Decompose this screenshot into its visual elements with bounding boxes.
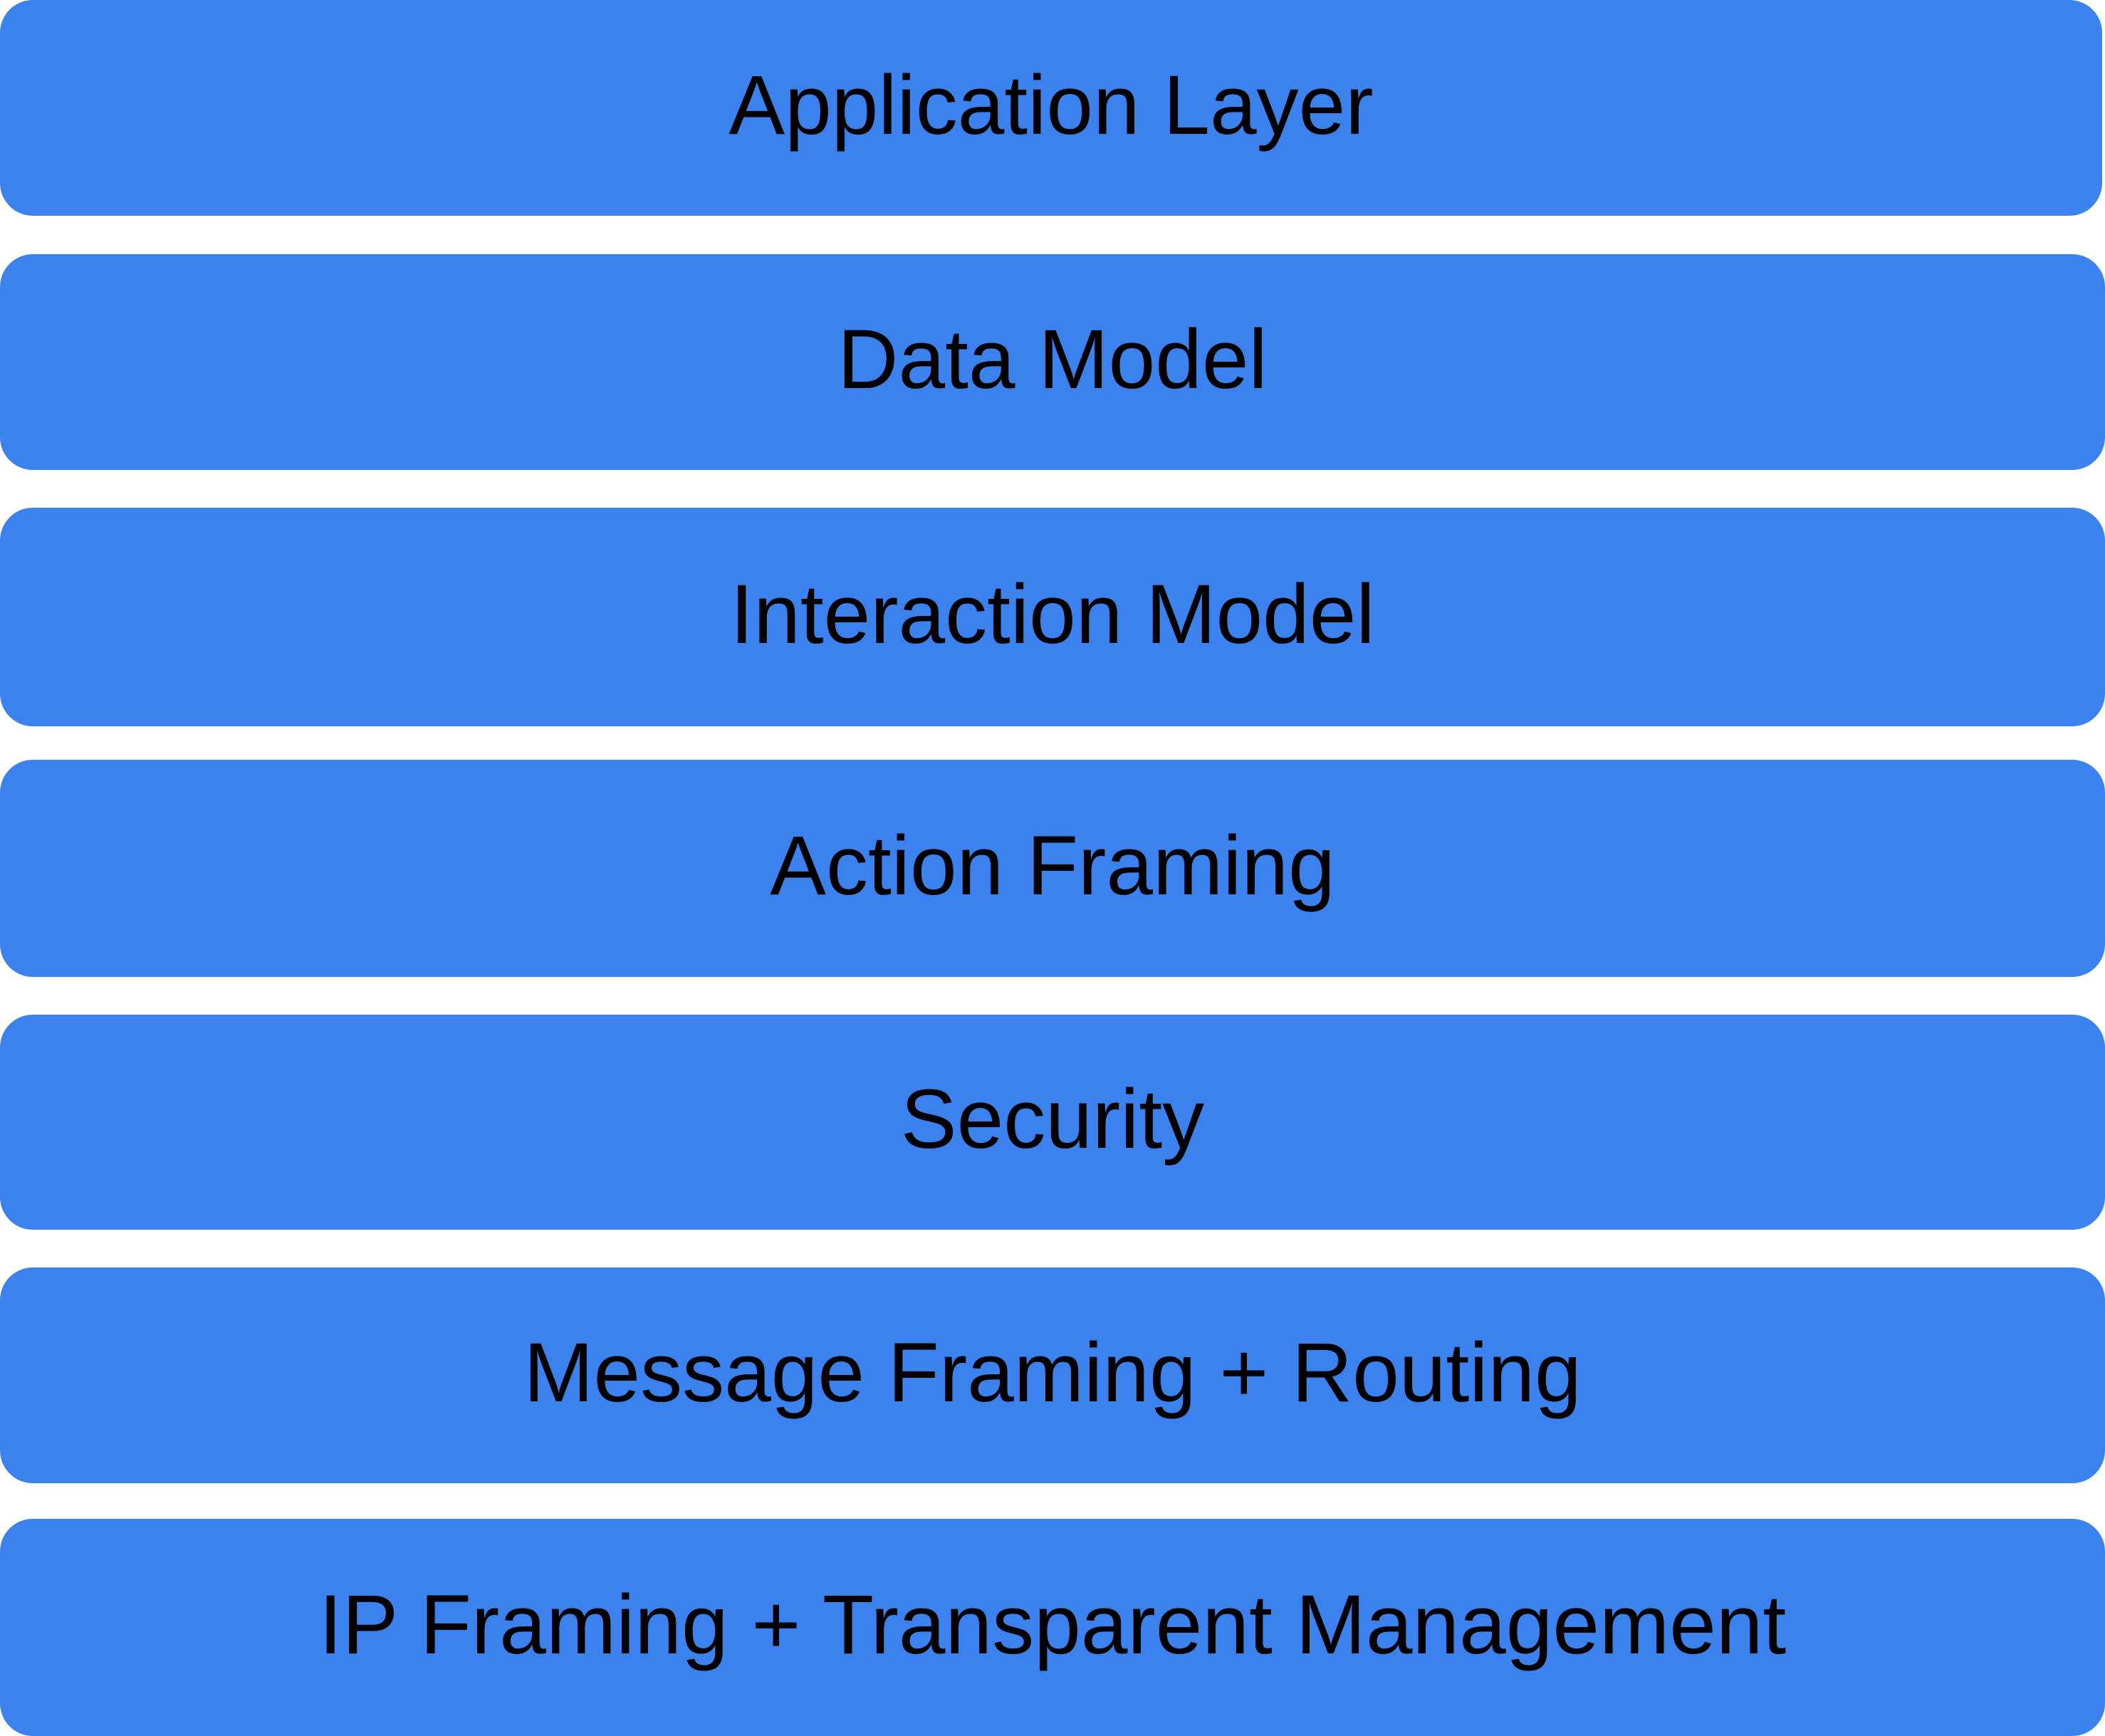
layer-bar[interactable]: Action Framing xyxy=(0,760,2105,977)
layer-label: Application Layer xyxy=(728,58,1374,152)
layer-bar[interactable]: Security xyxy=(0,1015,2105,1230)
layer-label: Action Framing xyxy=(770,818,1335,913)
layer-bar[interactable]: Message Framing + Routing xyxy=(0,1267,2105,1483)
layer-label: IP Framing + Transparent Management xyxy=(318,1577,1787,1672)
layer-label: Message Framing + Routing xyxy=(523,1325,1582,1420)
layer-bar[interactable]: Interaction Model xyxy=(0,508,2105,726)
layer-bar[interactable]: IP Framing + Transparent Management xyxy=(0,1519,2105,1736)
layer-bar[interactable]: Application Layer xyxy=(0,0,2102,216)
layer-label: Data Model xyxy=(837,312,1268,407)
layer-label: Interaction Model xyxy=(730,567,1375,662)
layer-label: Security xyxy=(900,1072,1205,1166)
layer-bar[interactable]: Data Model xyxy=(0,254,2105,470)
